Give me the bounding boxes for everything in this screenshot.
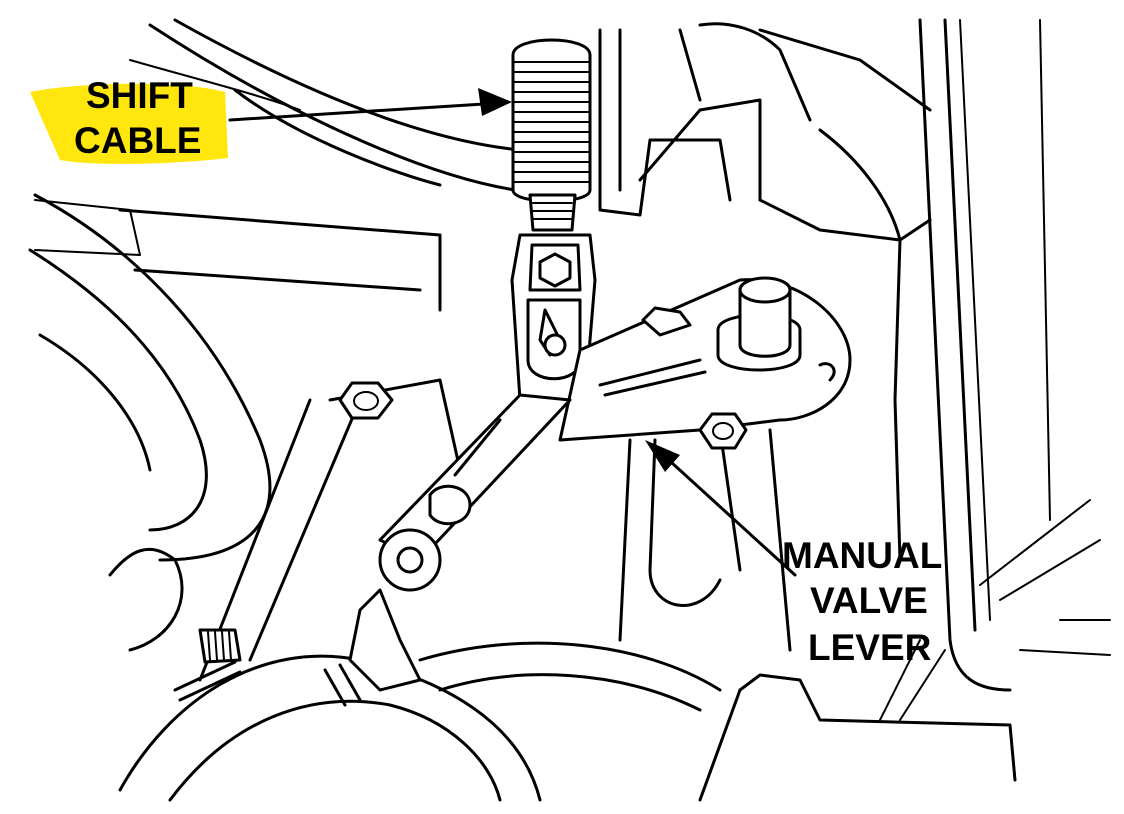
shift-cable-label-line2: CABLE <box>74 120 201 161</box>
shift-cable-arrowhead <box>478 88 512 116</box>
shift-cable-label-line1: SHIFT <box>86 75 193 116</box>
manual-valve-lever-callout: MANUAL VALVE LEVER <box>645 440 942 668</box>
shift-cable-callout: SHIFT CABLE <box>30 75 512 164</box>
linkage-rod <box>323 393 572 707</box>
manual-valve-lever-label-line1: MANUAL <box>782 535 942 576</box>
shift-cable-leader-line <box>228 101 502 122</box>
manual-valve-lever-label-line2: VALVE <box>810 580 928 621</box>
manual-valve-lever-leader-line <box>658 450 797 577</box>
shift-cable <box>511 38 592 232</box>
manual-valve-lever-label-line3: LEVER <box>808 627 931 668</box>
mounting-bolts <box>173 381 394 702</box>
highlight-marker <box>30 83 228 164</box>
manual-valve-lever <box>558 276 852 450</box>
cable-end-clevis <box>510 233 597 402</box>
manual-valve-lever-arrowhead <box>645 440 680 472</box>
